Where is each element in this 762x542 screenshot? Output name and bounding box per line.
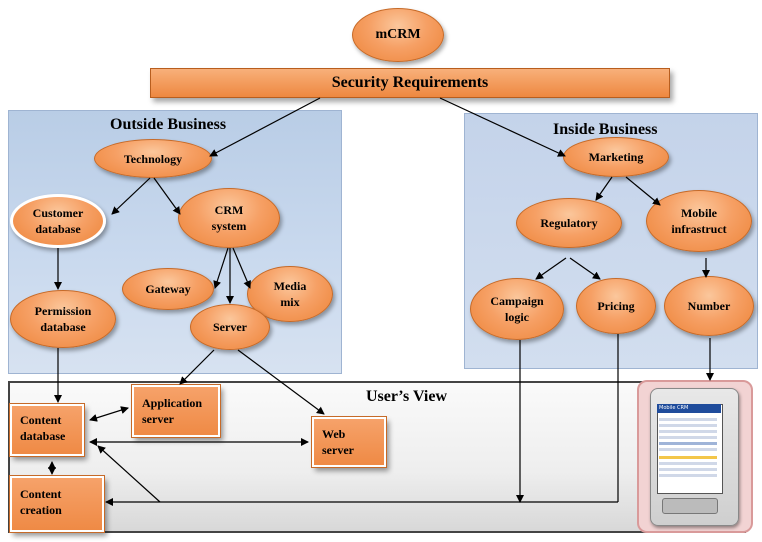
marketing-node: Marketing [563, 137, 669, 177]
arrow-to-content-database [97, 445, 161, 503]
server-node: Server [190, 304, 270, 350]
gateway-label: Gateway [145, 282, 191, 296]
gateway-node: Gateway [122, 268, 214, 310]
inside-business-title: Inside Business [553, 121, 658, 138]
arrow-crm-gateway [213, 247, 229, 289]
mcrm-label: mCRM [375, 27, 421, 42]
arrow-regulatory-pricing [569, 257, 601, 280]
regulatory-node: Regulatory [516, 198, 622, 248]
mobile-screen-row [659, 424, 717, 427]
mobile-keypad [662, 498, 718, 514]
technology-label: Technology [123, 151, 183, 166]
mobile-screen-row [659, 436, 717, 439]
number-label: Number [687, 299, 731, 313]
mobile-screen-row [659, 430, 717, 433]
arrow-regulatory-campaign [535, 257, 567, 280]
pricing-node: Pricing [576, 278, 656, 334]
mobile-screen-row [659, 468, 717, 471]
arrow-server-appserver [179, 349, 215, 385]
server-label: Server [213, 320, 247, 334]
security-requirements-banner: Security Requirements [150, 68, 670, 98]
arrow-marketing-mobile [625, 176, 661, 206]
mobile-screen-row [659, 442, 717, 445]
mobile-screen-row [659, 462, 717, 465]
technology-node: Technology [94, 139, 212, 178]
outside-business-title: Outside Business [110, 116, 227, 133]
arrow-security-marketing [439, 97, 566, 157]
security-requirements-label: Security Requirements [331, 74, 489, 91]
arrow-content-appserver [89, 406, 129, 422]
arrow-technology-crm [153, 177, 181, 215]
users-view-title: User’s View [366, 388, 448, 405]
marketing-label: Marketing [588, 150, 644, 164]
mobile-screen-caption: Mobile CRM [659, 405, 689, 411]
mobile-screen-row [659, 474, 717, 477]
mobile-screen-row [659, 448, 717, 451]
arrow-crm-media [232, 247, 251, 289]
arrow-security-technology [209, 97, 321, 157]
mcrm-node: mCRM [352, 8, 444, 62]
arrow-marketing-regulatory [595, 176, 613, 201]
number-node: Number [664, 276, 754, 336]
regulatory-label: Regulatory [540, 216, 598, 230]
mobile-screen-titlebar [657, 404, 721, 413]
mobile-screen-row [659, 456, 717, 459]
arrow-technology-customer [111, 177, 151, 215]
mobile-screen-row [659, 418, 717, 421]
pricing-label: Pricing [597, 299, 635, 313]
arrow-server-webserver [237, 349, 325, 415]
